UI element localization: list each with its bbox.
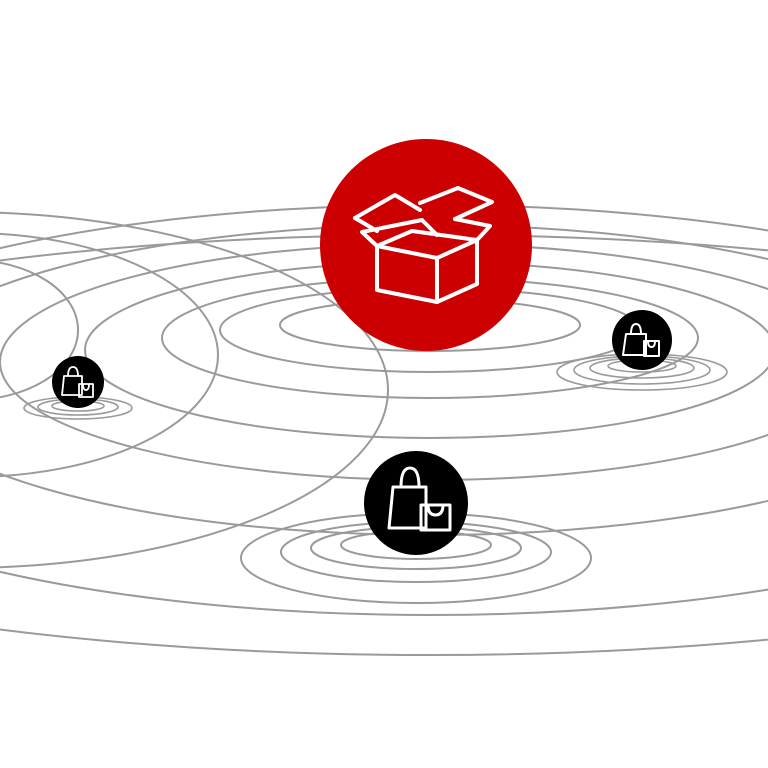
left-ripple-rings xyxy=(0,211,389,569)
open-box-icon xyxy=(353,186,494,304)
hub-circle xyxy=(320,139,532,351)
shopping-marker-right xyxy=(612,310,672,370)
shopping-bags-icon xyxy=(387,466,452,532)
marker-circle xyxy=(612,310,672,370)
ripple-ring xyxy=(0,211,389,569)
shopping-bags-icon xyxy=(622,323,660,357)
hub xyxy=(320,139,532,351)
ripple-ring xyxy=(0,232,219,478)
marker-circle xyxy=(364,451,468,555)
shopping-bags-icon xyxy=(61,366,94,398)
ripple-ring xyxy=(0,261,79,399)
marker-circle xyxy=(52,356,104,408)
shopping-marker-center xyxy=(364,451,468,555)
shopping-marker-left xyxy=(52,356,104,408)
